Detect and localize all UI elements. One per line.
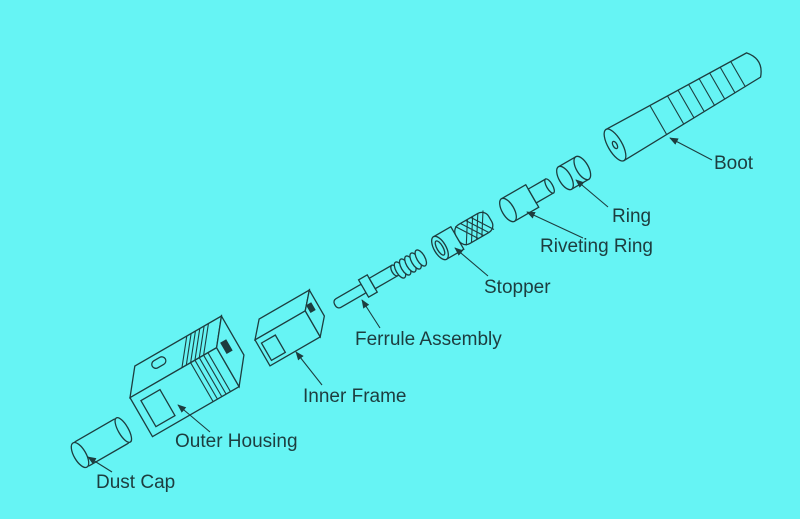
label-stopper: Stopper bbox=[484, 277, 551, 298]
spring-part bbox=[393, 249, 428, 279]
ferrule-assembly-part bbox=[333, 264, 400, 309]
dust-cap-part bbox=[70, 416, 133, 469]
boot-part bbox=[603, 52, 762, 162]
label-dust-cap: Dust Cap bbox=[96, 472, 176, 493]
ring-part bbox=[556, 155, 592, 191]
label-ferrule-assembly: Ferrule Assembly bbox=[355, 329, 502, 350]
label-ring: Ring bbox=[612, 206, 652, 227]
label-riveting-ring: Riveting Ring bbox=[540, 236, 653, 257]
label-inner-frame: Inner Frame bbox=[303, 386, 407, 407]
outer-housing-part bbox=[129, 314, 245, 438]
label-outer-housing: Outer Housing bbox=[175, 431, 298, 452]
riveting-ring-part bbox=[499, 178, 555, 223]
inner-frame-part bbox=[254, 288, 326, 367]
label-boot: Boot bbox=[714, 153, 754, 174]
leader-arrows bbox=[87, 137, 713, 473]
